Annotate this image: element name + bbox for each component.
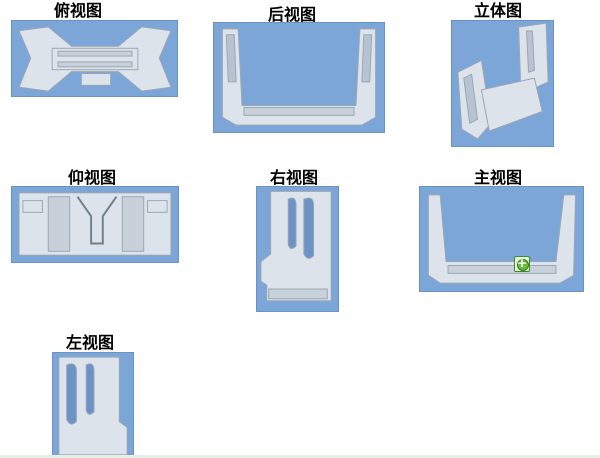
view-label-left: 左视图 [66,333,115,352]
part-top-view-drawing [18,26,172,92]
view-thumbnail-left[interactable] [52,352,134,458]
view-thumbnail-bottom[interactable] [11,186,179,263]
view-label-front: 主视图 [474,168,523,187]
part-left-view-drawing [58,356,128,456]
view-thumbnail-iso[interactable] [451,20,554,147]
view-label-bottom: 仰视图 [68,168,117,187]
view-label-top: 俯视图 [54,1,103,20]
page-bottom-divider [0,455,600,458]
view-thumbnail-right[interactable] [256,186,339,312]
view-label-right: 右视图 [270,168,319,187]
part-bottom-view-drawing [18,192,172,256]
view-thumbnail-front[interactable] [419,186,584,292]
part-back-view-drawing [221,28,377,126]
zoom-plus-icon[interactable] [514,256,530,272]
view-label-iso: 立体图 [474,1,523,20]
part-right-view-drawing [260,190,332,302]
view-thumbnail-top[interactable] [11,20,178,97]
part-iso-view-drawing [457,22,549,140]
part-front-view-drawing [427,194,577,284]
view-thumbnail-back[interactable] [213,22,385,133]
view-label-back: 后视图 [268,5,317,24]
